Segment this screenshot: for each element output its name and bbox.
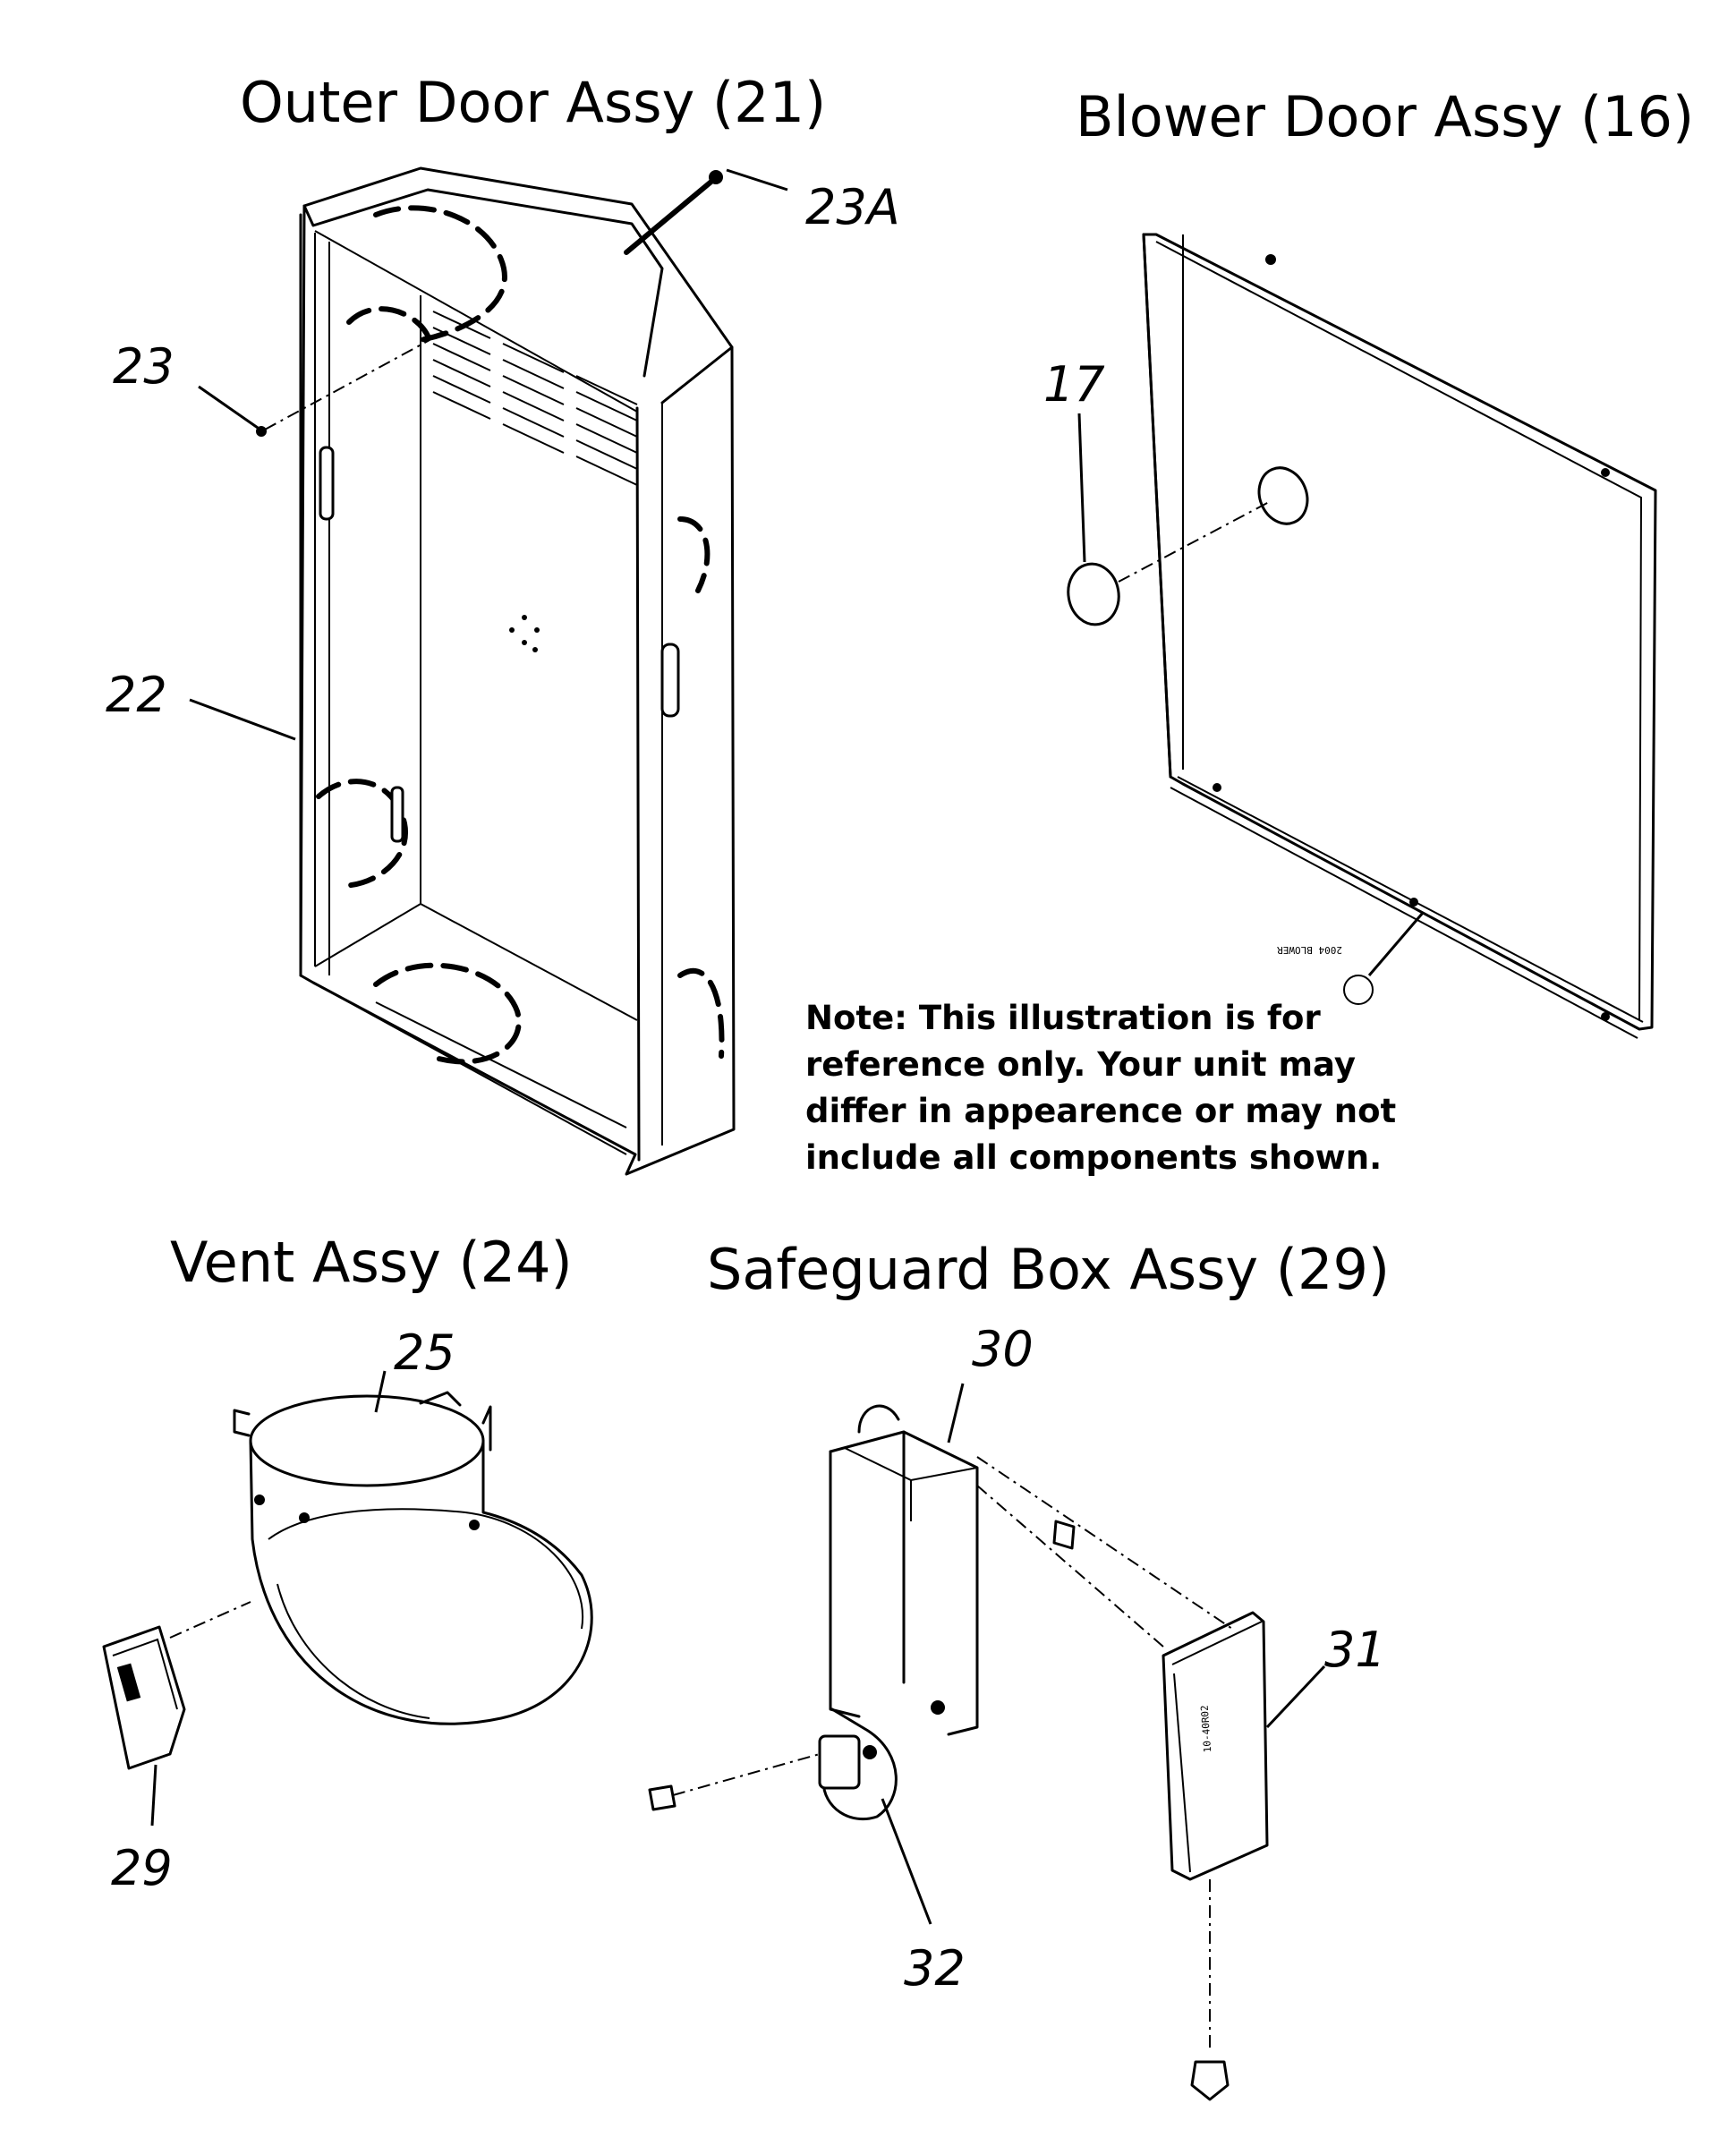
callout-22: 22 [106, 667, 167, 723]
outer-door-assembly [256, 166, 736, 1176]
vent-assy-title: Vent Assy (24) [170, 1230, 573, 1295]
callout-29: 29 [111, 1840, 173, 1896]
vent-assembly [102, 1370, 593, 1827]
safeguard-box-assembly: 10-40R02 [648, 1383, 1326, 2101]
note-line-2: reference only. Your unit may [805, 1045, 1356, 1084]
callout-17: 17 [1043, 356, 1105, 413]
blower-door-assy-title: Blower Door Assy (16) [1076, 84, 1694, 149]
reference-note: Note: This illustration is for reference… [805, 999, 1396, 1177]
note-line-4: include all components shown. [805, 1138, 1382, 1177]
callout-23A: 23A [805, 179, 900, 235]
box-label: 10-40R02 [1199, 1705, 1214, 1753]
callout-32: 32 [904, 1940, 966, 1997]
note-line-1: Note: This illustration is for [805, 999, 1321, 1037]
louver-vents [432, 311, 638, 486]
callout-31: 31 [1324, 1622, 1386, 1678]
callout-23: 23 [113, 338, 174, 395]
outer-door-assy-title: Outer Door Assy (21) [240, 70, 826, 135]
safeguard-box-assy-title: Safeguard Box Assy (29) [707, 1237, 1390, 1302]
note-line-3: differ in appearence or may not [805, 1092, 1396, 1130]
blower-door-sticker: 2004 BLOWER [1277, 944, 1342, 956]
callout-30: 30 [972, 1321, 1034, 1377]
blower-door-assembly: 2004 BLOWER [1067, 233, 1657, 1039]
callout-25: 25 [394, 1324, 455, 1381]
